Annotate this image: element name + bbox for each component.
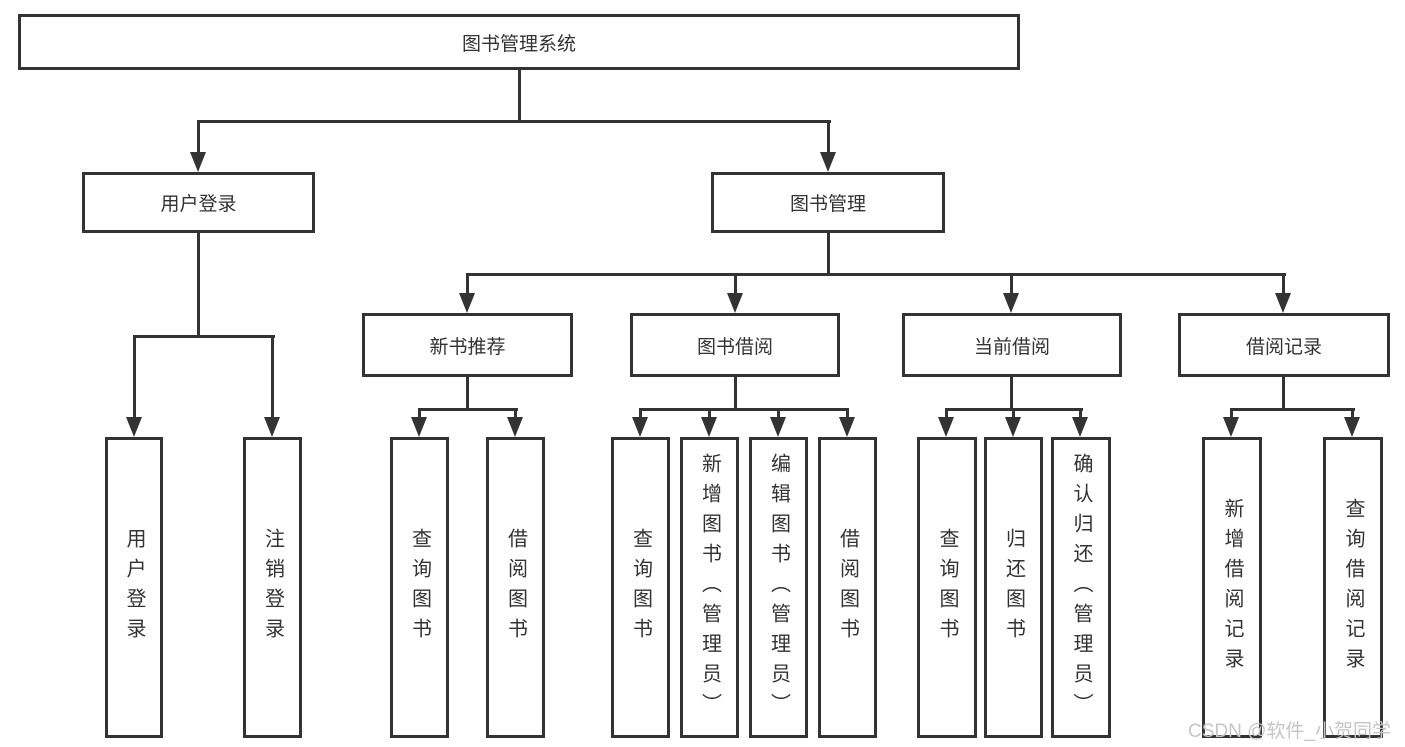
arrow-down-icon	[411, 417, 427, 437]
leaf-borrow-add-books-admin-label: 新增图书（管理员）	[698, 452, 721, 723]
connector-line	[518, 68, 521, 120]
leaf-user-login-label: 用户登录	[123, 527, 145, 648]
connector-line	[945, 408, 948, 420]
connector-line	[777, 408, 780, 420]
connector-line	[827, 120, 830, 154]
arrow-down-icon	[1005, 417, 1021, 437]
connector-line	[639, 408, 642, 420]
connector-line	[197, 231, 200, 338]
connector-line	[418, 408, 518, 411]
leaf-record-add-borrow-record: 新增借阅记录	[1202, 437, 1262, 738]
node-borrow-record-label: 借阅记录	[1245, 336, 1322, 358]
node-new-book-recommend: 新书推荐	[362, 313, 573, 377]
leaf-logout-login: 注销登录	[243, 437, 302, 738]
arrow-down-icon	[1344, 417, 1360, 437]
leaf-borrow-query-books-label: 查询图书	[629, 527, 652, 648]
connector-line	[1282, 273, 1285, 295]
leaf-current-confirm-return-admin-label: 确认归还（管理员）	[1070, 452, 1092, 723]
connector-line	[1282, 375, 1285, 411]
watermark: CSDN @软件_小贺同学	[1188, 721, 1391, 742]
connector-line	[133, 335, 136, 419]
connector-line	[418, 408, 421, 420]
arrow-down-icon	[126, 417, 142, 437]
leaf-record-add-borrow-record-label: 新增借阅记录	[1221, 497, 1243, 678]
node-root-label: 图书管理系统	[461, 33, 576, 55]
arrow-down-icon	[190, 152, 206, 172]
leaf-user-login: 用户登录	[105, 437, 163, 738]
arrow-down-icon	[938, 417, 954, 437]
connector-line	[1010, 273, 1013, 295]
arrow-down-icon	[839, 417, 855, 437]
connector-line	[1012, 408, 1015, 420]
connector-line	[197, 120, 831, 123]
leaf-borrow-edit-books-admin-label: 编辑图书（管理员）	[767, 452, 790, 723]
arrow-down-icon	[1223, 417, 1239, 437]
leaf-current-return-books-label: 归还图书	[1002, 527, 1025, 648]
node-book-management-label: 图书管理	[789, 194, 866, 215]
leaf-borrow-borrow-books: 借阅图书	[818, 437, 877, 738]
connector-line	[197, 120, 200, 154]
connector-line	[514, 408, 517, 420]
leaf-current-return-books: 归还图书	[984, 437, 1043, 738]
connector-line	[827, 231, 830, 276]
connector-line	[1230, 408, 1355, 411]
connector-line	[466, 273, 1286, 276]
leaf-newbook-borrow-books-label: 借阅图书	[504, 527, 527, 648]
connector-line	[133, 335, 275, 338]
node-current-borrow-label: 当前借阅	[973, 336, 1050, 358]
connector-line	[639, 408, 849, 411]
leaf-newbook-query-books: 查询图书	[390, 437, 449, 738]
node-book-borrow: 图书借阅	[630, 313, 840, 377]
arrow-down-icon	[820, 152, 836, 172]
connector-line	[734, 375, 737, 411]
connector-line	[1010, 375, 1013, 411]
leaf-borrow-query-books: 查询图书	[611, 437, 670, 738]
connector-line	[271, 335, 274, 419]
connector-line	[708, 408, 711, 420]
leaf-current-confirm-return-admin: 确认归还（管理员）	[1051, 437, 1111, 738]
arrow-down-icon	[459, 293, 475, 313]
node-borrow-record: 借阅记录	[1178, 313, 1390, 377]
leaf-record-query-borrow-record-label: 查询借阅记录	[1342, 497, 1364, 678]
arrow-down-icon	[1003, 293, 1019, 313]
leaf-logout-login-label: 注销登录	[261, 527, 284, 648]
connector-line	[466, 375, 469, 411]
arrow-down-icon	[507, 417, 523, 437]
leaf-borrow-borrow-books-label: 借阅图书	[836, 527, 859, 648]
connector-line	[846, 408, 849, 420]
leaf-newbook-query-books-label: 查询图书	[408, 527, 431, 648]
leaf-record-query-borrow-record: 查询借阅记录	[1323, 437, 1383, 738]
leaf-newbook-borrow-books: 借阅图书	[486, 437, 545, 738]
arrow-down-icon	[770, 417, 786, 437]
node-user-login: 用户登录	[82, 172, 315, 233]
leaf-current-query-books-label: 查询图书	[936, 527, 958, 648]
arrow-down-icon	[1072, 417, 1088, 437]
connector-line	[1230, 408, 1233, 420]
arrow-down-icon	[701, 417, 717, 437]
node-current-borrow: 当前借阅	[902, 313, 1122, 377]
arrow-down-icon	[632, 417, 648, 437]
leaf-borrow-edit-books-admin: 编辑图书（管理员）	[749, 437, 808, 738]
connector-line	[1079, 408, 1082, 420]
arrow-down-icon	[264, 417, 280, 437]
connector-line	[734, 273, 737, 295]
leaf-current-query-books: 查询图书	[917, 437, 977, 738]
leaf-borrow-add-books-admin: 新增图书（管理员）	[680, 437, 739, 738]
node-user-login-label: 用户登录	[160, 194, 237, 215]
arrow-down-icon	[1275, 293, 1291, 313]
connector-line	[1351, 408, 1354, 420]
node-new-book-recommend-label: 新书推荐	[429, 336, 506, 358]
connector-line	[466, 273, 469, 295]
node-book-management: 图书管理	[711, 172, 945, 233]
arrow-down-icon	[727, 293, 743, 313]
node-book-borrow-label: 图书借阅	[696, 336, 773, 358]
node-root: 图书管理系统	[18, 14, 1020, 70]
